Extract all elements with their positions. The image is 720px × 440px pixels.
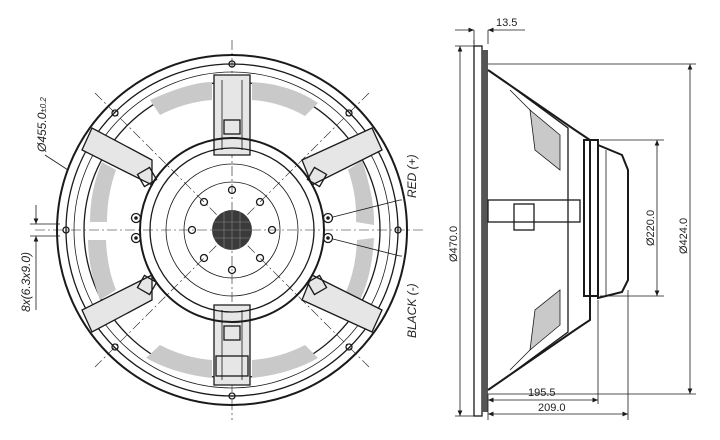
spoke-tabs: [136, 119, 328, 341]
dim-flange-thickness: [455, 27, 525, 44]
magnet-diameter-text: Ø220.0: [645, 210, 657, 246]
black-terminal-leader: [332, 238, 402, 257]
red-terminal-leader: [332, 199, 402, 218]
vent-grille-mesh: [212, 210, 252, 250]
red-terminal-label: RED (+): [405, 154, 419, 198]
magnet-outer-ring: [149, 147, 315, 313]
mount-hole-circle: [65, 63, 399, 397]
pole-plate-ring: [183, 181, 281, 279]
label-plate: [215, 355, 249, 377]
mounting-holes: [62, 60, 402, 400]
overall-diameter-text: Ø470.0: [448, 226, 460, 262]
black-terminal-label: BLACK (-): [405, 283, 419, 338]
basket-windows: [88, 82, 375, 378]
outer-diameter-leader: [44, 154, 69, 171]
hub-screw-holes: [187, 185, 277, 275]
flange-thickness-text: 13.5: [496, 17, 517, 29]
side-view: 13.5 Ø470.0 Ø220.0 Ø424.0: [448, 17, 696, 420]
mount-hole-text: 8x(6.3x9.0): [19, 252, 33, 312]
magnet-body: [597, 143, 629, 300]
dim-depths: [487, 290, 629, 420]
front-view: Ø455.0±0.2 8x(6.3x9.0) RED (+) BLACK (-): [19, 40, 425, 420]
mounting-diameter-text: Ø424.0: [678, 218, 690, 254]
side-terminal: [513, 203, 535, 231]
mount-hole-callout: [30, 205, 60, 310]
depth-to-magnet-text: 195.5: [528, 387, 556, 399]
basket-window-upper: [529, 109, 561, 171]
terminal-block-left: [130, 212, 142, 244]
magnet-back-plate: [139, 137, 325, 323]
dim-overall-diameter: [455, 45, 474, 417]
overall-depth-text: 209.0: [538, 402, 566, 414]
dim-magnet-diameter: [600, 139, 664, 297]
basket-inner-profile: [499, 77, 569, 383]
outer-diameter-text: Ø455.0±0.2: [35, 97, 49, 153]
frame-outer-ring: [56, 54, 408, 406]
basket-window-lower: [529, 289, 561, 351]
magnet-inner-ring: [165, 163, 299, 297]
basket-profile: [487, 69, 591, 391]
frame-inner-ring: [73, 71, 391, 389]
gasket: [482, 50, 488, 412]
front-flange: [473, 45, 483, 417]
terminal-block-right: [322, 212, 334, 244]
dim-mounting-diameter: [488, 63, 696, 395]
